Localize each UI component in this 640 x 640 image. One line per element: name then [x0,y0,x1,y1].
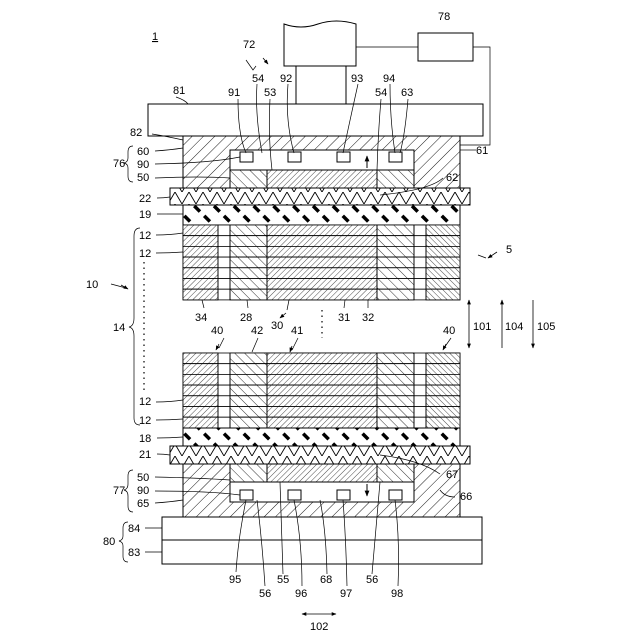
label-12b: 12 [139,248,151,260]
label-97: 97 [340,588,352,600]
label-1: 1 [152,31,158,43]
label-18: 18 [139,433,151,445]
label-105: 105 [537,321,555,333]
label-32: 32 [362,312,374,324]
label-80: 80 [103,536,115,548]
cell-layer [183,289,460,300]
insulator-18 [183,428,460,446]
label-30: 30 [271,320,283,332]
controller-78 [418,33,473,61]
label-102: 102 [310,621,328,633]
label-22: 22 [139,193,151,205]
cell-layer [183,364,460,375]
cell-layer [183,385,460,396]
label-60: 60 [137,146,149,158]
label-12a: 12 [139,230,151,242]
label-76: 76 [113,158,125,170]
label-94: 94 [383,73,395,85]
label-77: 77 [113,485,125,497]
label-93: 93 [351,73,363,85]
label-56b: 56 [366,574,378,586]
label-68: 68 [320,574,332,586]
label-10: 10 [86,279,98,291]
label-41: 41 [291,325,303,337]
label-78: 78 [438,11,450,23]
label-67: 67 [446,469,458,481]
label-84: 84 [128,523,140,535]
cell-layer [183,257,460,268]
label-90-bottom: 90 [137,485,149,497]
label-98: 98 [391,588,403,600]
cell-layer [183,246,460,257]
cell-stack-top [183,225,460,300]
label-55: 55 [277,574,289,586]
label-53: 53 [264,87,276,99]
label-34: 34 [195,312,207,324]
label-61: 61 [476,145,488,157]
label-92: 92 [280,73,292,85]
label-66: 66 [460,491,472,503]
label-83: 83 [128,547,140,559]
label-54a: 54 [252,73,264,85]
cell-stack-bottom [183,353,460,428]
label-12c: 12 [139,396,151,408]
label-62: 62 [446,172,458,184]
upper-plate-81 [148,104,483,136]
cell-layer [183,279,460,290]
cell-layer [183,374,460,385]
cell-layer [183,236,460,247]
label-91: 91 [228,87,240,99]
label-82: 82 [130,127,142,139]
label-50-bottom: 50 [137,472,149,484]
label-96: 96 [295,588,307,600]
label-81: 81 [173,85,185,97]
cell-layer [183,268,460,279]
cell-layer [183,407,460,418]
label-12d: 12 [139,415,151,427]
actuator-72 [284,21,356,104]
label-90-top: 90 [137,159,149,171]
label-42: 42 [251,325,263,337]
cell-layer [183,417,460,428]
label-56a: 56 [259,588,271,600]
label-5: 5 [506,244,512,256]
label-63: 63 [401,87,413,99]
label-54b: 54 [375,87,387,99]
plate-21 [170,446,470,464]
base-80 [162,517,482,564]
label-19: 19 [139,209,151,221]
label-40b: 40 [443,325,455,337]
cell-layer [183,353,460,364]
label-101: 101 [473,321,491,333]
cell-layer [183,396,460,407]
label-65: 65 [137,498,149,510]
insulator-19 [183,205,460,225]
label-21: 21 [139,449,151,461]
label-50-top: 50 [137,172,149,184]
cell-layer [183,225,460,236]
label-95: 95 [229,574,241,586]
label-104: 104 [505,321,523,333]
sensors-lower [240,490,402,500]
label-14: 14 [113,322,125,334]
upper-mold-76 [183,136,460,188]
plate-22 [170,188,470,205]
label-28: 28 [240,312,252,324]
label-72: 72 [243,39,255,51]
label-31: 31 [338,312,350,324]
label-40a: 40 [211,325,223,337]
